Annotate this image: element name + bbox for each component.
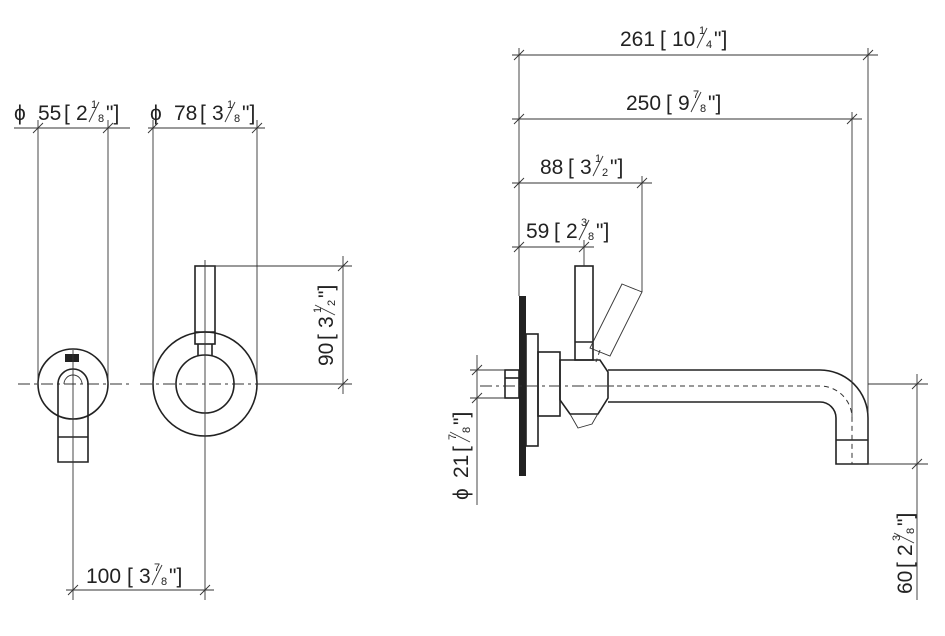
dimension-value: 78 [174,102,197,125]
inch-value: 9 [678,92,690,115]
inch-value: 3 [315,316,338,328]
inch-value: 3 [212,102,224,125]
dimension-label-261: 261 [ 10 1 4 "] [620,25,727,51]
inch-mark: "] [169,565,182,588]
fraction-numerator: 1 [312,307,324,313]
fraction-numerator: 1 [595,153,601,165]
fraction-denominator: 8 [588,231,594,243]
dimension-lines-88 [512,176,652,292]
fraction-denominator: 8 [98,113,104,125]
dimension-lines-90 [205,256,352,394]
inch-mark: "] [106,102,119,125]
inch-mark: "] [714,28,727,51]
dimension-label-250: 250 [ 9 7 8 "] [626,89,721,115]
bracket: [ [200,102,206,125]
dimension-lines-dia-21 [470,355,505,505]
dimension-label-60: 60 [ 2 3 8 "] [891,513,917,594]
dimension-value: 250 [626,92,661,115]
inch-value: 3 [580,156,592,179]
dimension-value: 100 [86,565,121,588]
bracket: [ [127,565,133,588]
dimension-label-100: 100 [ 3 7 8 "] [86,562,182,588]
fraction-denominator: 8 [461,427,473,433]
fraction-numerator: 7 [447,434,459,440]
inch-value: 2 [76,102,88,125]
fraction-denominator: 8 [234,113,240,125]
inch-value: 10 [672,28,695,51]
dimension-value: 90 [315,343,338,366]
inch-mark: "] [708,92,721,115]
dimension-value: 59 [526,220,549,243]
dimension-label-dia-78: ϕ 78 [ 3 1 8 "] [150,99,255,125]
bracket: [ [450,446,473,452]
inch-value: 2 [894,544,917,556]
fraction-denominator: 4 [706,39,712,51]
dimension-lines-261 [512,48,878,464]
dimension-lines-100 [66,584,214,596]
bracket: [ [64,102,70,125]
fraction-numerator: 7 [154,562,160,574]
small-rosette-front-view [18,348,132,600]
fraction-numerator: 1 [91,99,97,111]
faucet-side-view [480,265,869,476]
fraction-numerator: 7 [693,89,699,101]
fraction-numerator: 3 [581,217,587,229]
dimension-label-dia-55: ϕ 55 [ 2 1 8 "] [14,99,119,125]
dimension-label-88: 88 [ 3 1 2 "] [540,153,623,179]
fraction-numerator: 3 [891,535,903,541]
fraction-denominator: 2 [602,167,608,179]
dimension-label-59: 59 [ 2 3 8 "] [526,217,609,243]
inch-value: 3 [139,565,151,588]
inch-mark: "] [894,513,917,526]
bracket: [ [568,156,574,179]
inch-mark: "] [450,412,473,425]
dimension-lines-250 [512,112,862,418]
dimension-lines-dia-78 [147,120,265,384]
dimension-label-90: 90 [ 3 1 2 "] [312,285,338,366]
dimension-value: 261 [620,28,655,51]
diameter-symbol: ϕ [150,102,162,125]
dimension-value: 60 [894,571,917,594]
dimension-lines-dia-55 [14,120,130,384]
fraction-denominator: 8 [161,576,167,588]
dimension-label-dia-21: ϕ 21 [ 7 8 "] [447,412,473,500]
fraction-denominator: 2 [326,300,338,306]
inch-value: 2 [566,220,578,243]
inch-mark: "] [242,102,255,125]
inch-mark: "] [610,156,623,179]
large-rosette-front-view [140,260,270,600]
dimension-lines-60 [868,374,928,600]
dimension-lines-59 [512,240,594,266]
diameter-symbol: ϕ [450,488,473,500]
bracket: [ [894,562,917,568]
bracket: [ [660,28,666,51]
dimension-value: 88 [540,156,563,179]
dimension-value: 21 [450,455,473,478]
fraction-numerator: 1 [227,99,233,111]
fraction-denominator: 8 [905,528,917,534]
fraction-numerator: 1 [699,25,705,37]
dimension-value: 55 [38,102,61,125]
inch-mark: "] [315,285,338,298]
inch-mark: "] [596,220,609,243]
bracket: [ [666,92,672,115]
bracket: [ [554,220,560,243]
bracket: [ [315,334,338,340]
fraction-denominator: 8 [700,103,706,115]
diameter-symbol: ϕ [14,102,26,125]
